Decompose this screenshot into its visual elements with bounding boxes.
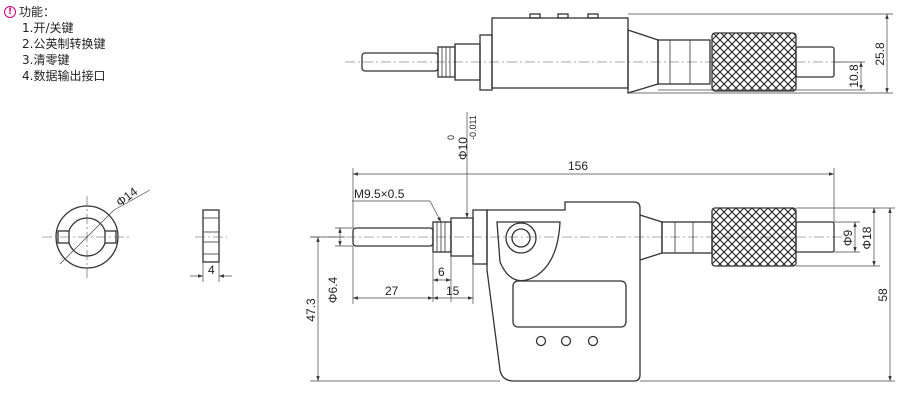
dim-156: 156 bbox=[568, 159, 588, 173]
dim-58: 58 bbox=[876, 288, 890, 302]
dim-27: 27 bbox=[385, 284, 399, 298]
dim-10-8: 10.8 bbox=[847, 64, 861, 88]
dim-phi10-lower: -0.011 bbox=[468, 115, 478, 140]
function-note-title: 功能： bbox=[19, 5, 56, 19]
dim-phi10: Φ10 bbox=[456, 137, 470, 160]
function-list: 1.开/关键 2.公英制转换键 3.清零键 4.数据输出接口 bbox=[4, 20, 105, 84]
nut-side-view: 4 bbox=[190, 209, 232, 282]
top-view: 25.8 10.8 bbox=[345, 13, 893, 94]
function-item: 2.公英制转换键 bbox=[22, 37, 106, 51]
dim-15: 15 bbox=[446, 284, 460, 298]
function-item: 3.清零键 bbox=[22, 53, 70, 67]
dim-phi6-4: Φ6.4 bbox=[326, 277, 340, 304]
dim-phi10-upper: 0 bbox=[446, 135, 456, 140]
info-icon: ! bbox=[4, 6, 16, 18]
function-note-header: ! 功能： bbox=[4, 4, 105, 20]
dim-m9-5: M9.5×0.5 bbox=[354, 187, 405, 201]
dim-phi9: Φ9 bbox=[841, 230, 855, 247]
dim-25-8: 25.8 bbox=[873, 42, 887, 66]
dim-47-3: 47.3 bbox=[304, 298, 318, 322]
dim-4: 4 bbox=[208, 263, 215, 277]
function-note: ! 功能： 1.开/关键 2.公英制转换键 3.清零键 4.数据输出接口 bbox=[4, 4, 105, 84]
function-item: 4.数据输出接口 bbox=[22, 69, 106, 83]
dim-phi14: Φ14 bbox=[113, 184, 140, 209]
function-item: 1.开/关键 bbox=[22, 21, 74, 35]
nut-front-view: Φ14 bbox=[42, 184, 151, 278]
dim-6: 6 bbox=[438, 265, 445, 279]
main-front-view: 156 Φ10 0 -0.011 M9.5×0.5 Φ9 Φ18 Φ6.4 6 bbox=[304, 112, 895, 382]
dim-phi18: Φ18 bbox=[860, 226, 874, 249]
